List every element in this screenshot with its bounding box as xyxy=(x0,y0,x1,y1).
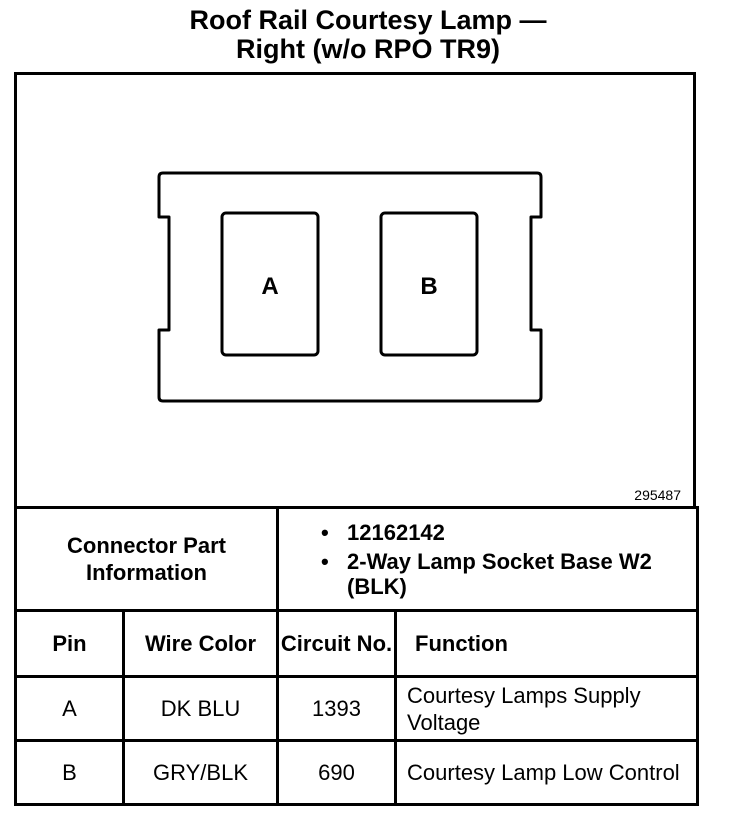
connector-part-row: Connector Part Information • 12162142 • … xyxy=(13,506,700,612)
bullet-icon: • xyxy=(321,519,329,545)
wire-color-cell: DK BLU xyxy=(121,675,280,742)
header-wire-color: Wire Color xyxy=(121,609,280,678)
cavity-b xyxy=(379,211,479,357)
cavity-a-label: A xyxy=(261,273,278,300)
function-cell: Courtesy Lamp Low Control xyxy=(394,739,700,806)
bullet-icon: • xyxy=(321,548,329,574)
part-description-item: • 2-Way Lamp Socket Base W2 (BLK) xyxy=(321,549,696,599)
pin-cell: A xyxy=(14,675,125,742)
title-line-2: Right (w/o RPO TR9) xyxy=(236,34,500,64)
connector-table: Connector Part Information • 12162142 • … xyxy=(13,506,700,806)
connector-figure: A B 295487 xyxy=(14,72,696,506)
diagram-title: Roof Rail Courtesy Lamp — Right (w/o RPO… xyxy=(0,6,736,64)
header-pin: Pin xyxy=(14,609,125,678)
header-function: Function xyxy=(394,609,700,678)
pin-cell: B xyxy=(14,739,125,806)
table-row: B GRY/BLK 690 Courtesy Lamp Low Control xyxy=(14,739,700,806)
circuit-cell: 1393 xyxy=(276,675,398,742)
part-number-item: • 12162142 xyxy=(321,520,696,545)
function-cell: Courtesy Lamps Supply Voltage xyxy=(394,675,700,742)
header-circuit-no: Circuit No. xyxy=(276,609,398,678)
connector-part-values: • 12162142 • 2-Way Lamp Socket Base W2 (… xyxy=(276,506,700,612)
table-row: A DK BLU 1393 Courtesy Lamps Supply Volt… xyxy=(14,675,700,742)
wire-color-cell: GRY/BLK xyxy=(121,739,280,806)
part-description: 2-Way Lamp Socket Base W2 (BLK) xyxy=(347,548,652,599)
connector-part-label: Connector Part Information xyxy=(13,506,280,612)
circuit-cell: 690 xyxy=(276,739,398,806)
title-line-1: Roof Rail Courtesy Lamp — xyxy=(189,5,547,35)
cavity-b-label: B xyxy=(420,273,437,300)
connector-drawing: A B xyxy=(157,171,543,403)
cavity-a xyxy=(220,211,320,357)
table-header-row: Pin Wire Color Circuit No. Function xyxy=(14,609,700,678)
figure-id: 295487 xyxy=(634,487,681,503)
part-number: 12162142 xyxy=(347,519,445,545)
connector-housing xyxy=(157,171,543,403)
